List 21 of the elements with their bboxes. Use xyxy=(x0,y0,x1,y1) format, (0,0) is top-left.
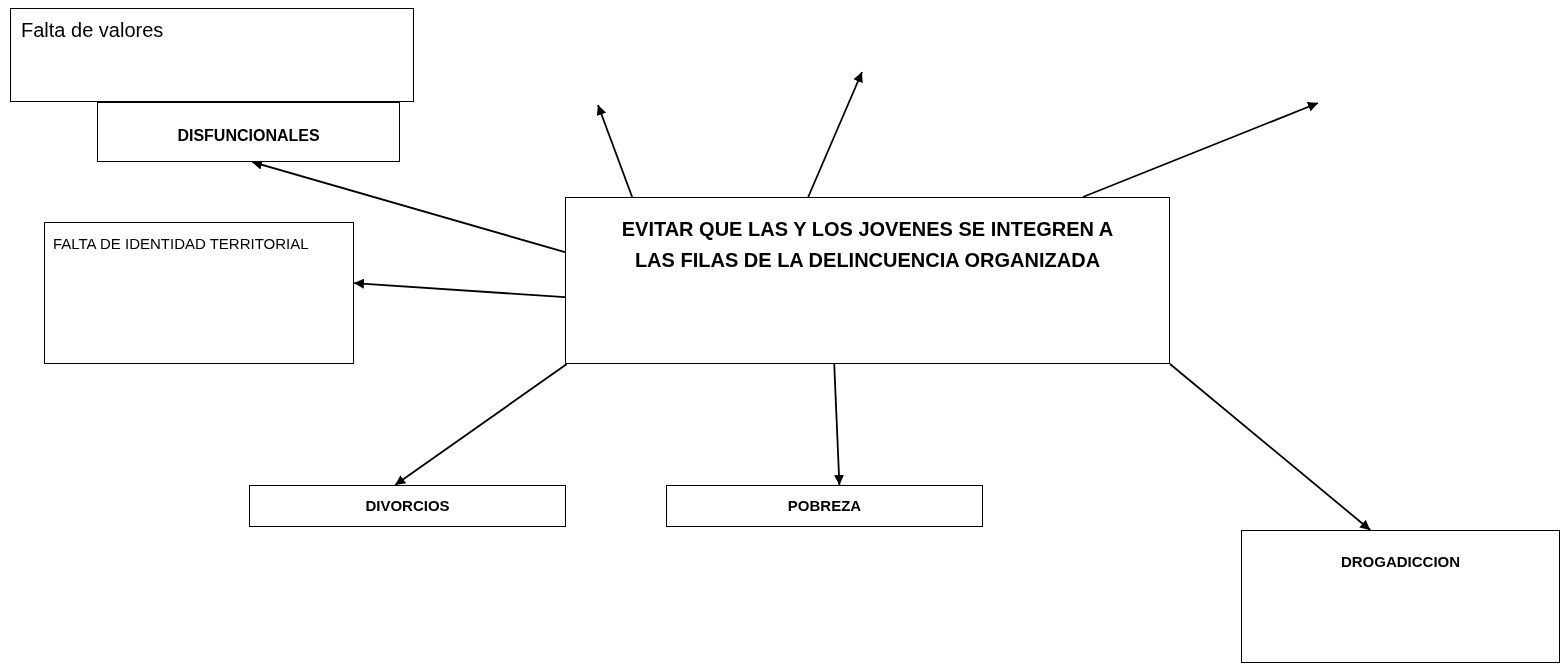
box-label: DROGADICCION xyxy=(1339,553,1462,570)
cause-box xyxy=(97,102,400,162)
note-box xyxy=(10,8,414,102)
problem-statement: EVITAR QUE LAS Y LOS JOVENES SE INTEGREN A LAS FILAS DE LA DELINCUENCIA ORGANIZADA xyxy=(621,217,1114,273)
box-label: Falta de valores xyxy=(21,19,164,42)
arrow xyxy=(353,278,566,299)
box-label: DIVORCIOS xyxy=(364,497,451,514)
central-problem-box xyxy=(565,197,1170,364)
cause-box xyxy=(44,222,354,364)
arrow xyxy=(1082,102,1319,198)
arrow xyxy=(807,71,863,198)
cause-box xyxy=(249,485,566,527)
cause-box xyxy=(1241,530,1560,663)
box-label: DISFUNCIONALES xyxy=(176,127,321,145)
arrow xyxy=(1169,363,1372,531)
box-label: POBREZA xyxy=(786,497,863,514)
cause-box xyxy=(666,485,983,527)
arrow xyxy=(394,363,568,486)
box-label: FALTA DE IDENTIDAD TERRITORIAL xyxy=(53,235,310,252)
arrow xyxy=(833,363,844,486)
arrow xyxy=(596,104,634,198)
